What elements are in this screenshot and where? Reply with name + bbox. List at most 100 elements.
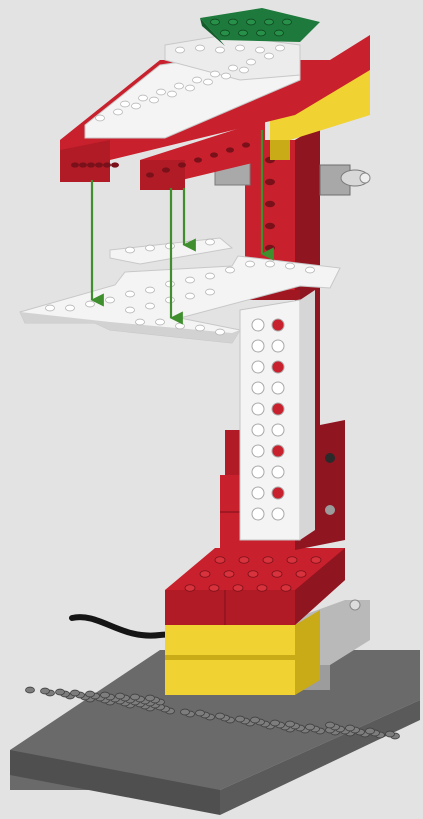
technic-hole — [252, 340, 264, 352]
plate-stud — [206, 289, 215, 295]
technic-hole — [272, 466, 284, 478]
technic-hole — [252, 445, 264, 457]
baseplate-stud — [386, 731, 395, 737]
top-white-stud — [150, 97, 159, 103]
base-stud — [224, 571, 234, 578]
green-stud — [229, 19, 238, 25]
technic-hole — [272, 508, 284, 520]
red-beam-hole — [162, 167, 170, 172]
plate-stud — [226, 267, 235, 273]
white-technic-beam — [240, 290, 315, 540]
plate-stud — [126, 247, 135, 253]
base-stud — [239, 557, 249, 564]
baseplate-stud — [56, 689, 65, 695]
column-hole — [265, 223, 275, 230]
red-beam-hole — [111, 162, 119, 167]
red-beam-hole — [71, 162, 79, 167]
baseplate-stud — [366, 728, 375, 734]
top-white-stud — [256, 47, 265, 53]
baseplate-stud — [181, 709, 190, 715]
plate-stud — [136, 319, 145, 325]
plate-stud — [246, 261, 255, 267]
top-white-stud — [176, 47, 185, 53]
technic-hole — [272, 445, 284, 457]
red-beam-hole — [178, 162, 186, 167]
base-stud — [272, 571, 282, 578]
plate-stud — [206, 273, 215, 279]
plate-stud — [146, 303, 155, 309]
top-white-stud — [229, 65, 238, 71]
plate-stud — [216, 329, 225, 335]
base-stud — [209, 585, 219, 592]
baseplate-stud — [71, 690, 80, 696]
technic-hole — [272, 319, 284, 331]
column-hole — [265, 245, 275, 252]
green-stud — [257, 30, 266, 36]
top-white-stud — [265, 53, 274, 59]
technic-hole — [272, 340, 284, 352]
top-white-stud — [211, 71, 220, 77]
top-white-stud — [157, 89, 166, 95]
plate-stud — [186, 277, 195, 283]
baseplate-stud — [116, 693, 125, 699]
top-white-stud — [114, 109, 123, 115]
baseplate-stud — [86, 691, 95, 697]
baseplate-stud — [236, 716, 245, 722]
red-beam-hole — [79, 162, 87, 167]
baseplate-stud — [101, 692, 110, 698]
base-stud — [215, 557, 225, 564]
technic-hole — [272, 361, 284, 373]
top-white-stud — [240, 67, 249, 73]
base-stud — [257, 585, 267, 592]
technic-hole — [252, 403, 264, 415]
top-white-stud — [121, 101, 130, 107]
plate-stud — [266, 261, 275, 267]
plate-stud — [206, 239, 215, 245]
baseplate-stud — [146, 695, 155, 701]
top-white-stud — [276, 45, 285, 51]
plate-stud — [146, 287, 155, 293]
plate-stud — [176, 323, 185, 329]
top-white-stud — [175, 83, 184, 89]
base-stud — [311, 557, 321, 564]
technic-hole — [252, 424, 264, 436]
baseplate-stud — [326, 722, 335, 728]
top-white-stud — [247, 59, 256, 65]
plate-stud — [86, 301, 95, 307]
plate-stud — [196, 325, 205, 331]
red-beam-hole — [194, 157, 202, 162]
technic-hole — [272, 487, 284, 499]
green-stud — [247, 19, 256, 25]
top-white-stud — [236, 45, 245, 51]
top-white-stud — [168, 91, 177, 97]
baseplate-stud — [346, 725, 355, 731]
top-white-stud — [96, 115, 105, 121]
plate-stud — [66, 305, 75, 311]
technic-hole — [252, 487, 264, 499]
green-stud — [283, 19, 292, 25]
top-white-stud — [196, 45, 205, 51]
technic-hole — [272, 424, 284, 436]
plate-stud — [306, 267, 315, 273]
baseplate-stud — [306, 724, 315, 730]
top-white-stud — [186, 85, 195, 91]
base-stud — [296, 571, 306, 578]
technic-hole — [252, 382, 264, 394]
plate-stud — [286, 263, 295, 269]
plate-stud — [46, 305, 55, 311]
base-stud — [287, 557, 297, 564]
technic-hole — [272, 403, 284, 415]
base-stud — [233, 585, 243, 592]
plate-stud — [186, 293, 195, 299]
green-stud — [221, 30, 230, 36]
baseplate-stud — [271, 720, 280, 726]
plate-stud — [146, 245, 155, 251]
top-white-stud — [193, 77, 202, 83]
column-hole — [265, 201, 275, 208]
green-stud — [265, 19, 274, 25]
baseplate-stud — [286, 721, 295, 727]
red-beam-hole — [95, 162, 103, 167]
plate-stud — [156, 319, 165, 325]
top-white-stud — [204, 79, 213, 85]
top-white-stud — [132, 103, 141, 109]
